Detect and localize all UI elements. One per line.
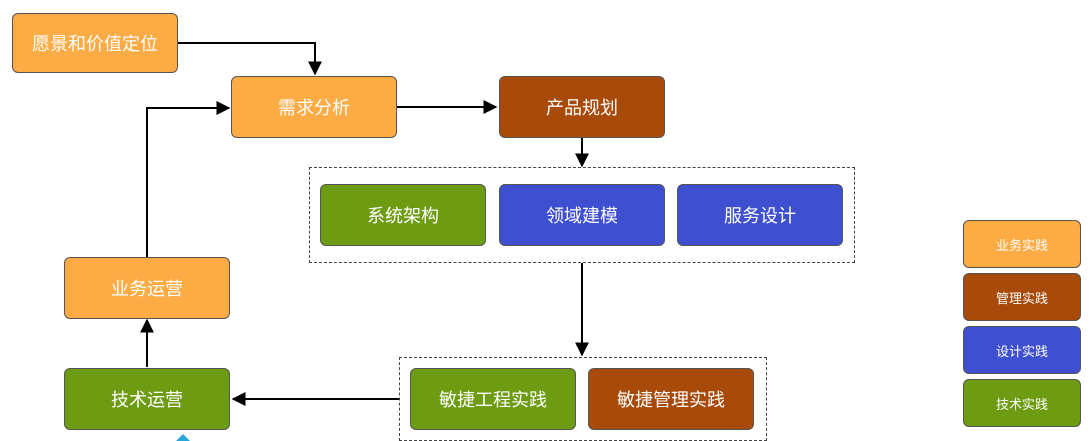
system-architecture-node: 系统架构 — [320, 184, 486, 246]
legend-management: 管理实践 — [963, 273, 1081, 321]
service-design-node: 服务设计 — [677, 184, 843, 246]
product-planning-node: 产品规划 — [499, 76, 665, 138]
legend-tech: 技术实践 — [963, 379, 1081, 427]
requirements-node: 需求分析 — [231, 76, 397, 138]
design-practices-group — [309, 167, 855, 263]
arrow-vision-to-requirements — [178, 42, 322, 76]
bottom-marker-icon — [176, 434, 190, 441]
agile-management-node: 敏捷管理实践 — [588, 368, 754, 430]
legend-business: 业务实践 — [963, 220, 1081, 268]
agile-engineering-node: 敏捷工程实践 — [410, 368, 576, 430]
tech-ops-node: 技术运营 — [64, 368, 230, 430]
domain-modeling-node: 领域建模 — [499, 184, 665, 246]
arrow-bizops-to-requirements — [146, 101, 231, 257]
vision-node: 愿景和价值定位 — [12, 13, 178, 73]
legend-design: 设计实践 — [963, 326, 1081, 374]
business-ops-node: 业务运营 — [64, 257, 230, 319]
